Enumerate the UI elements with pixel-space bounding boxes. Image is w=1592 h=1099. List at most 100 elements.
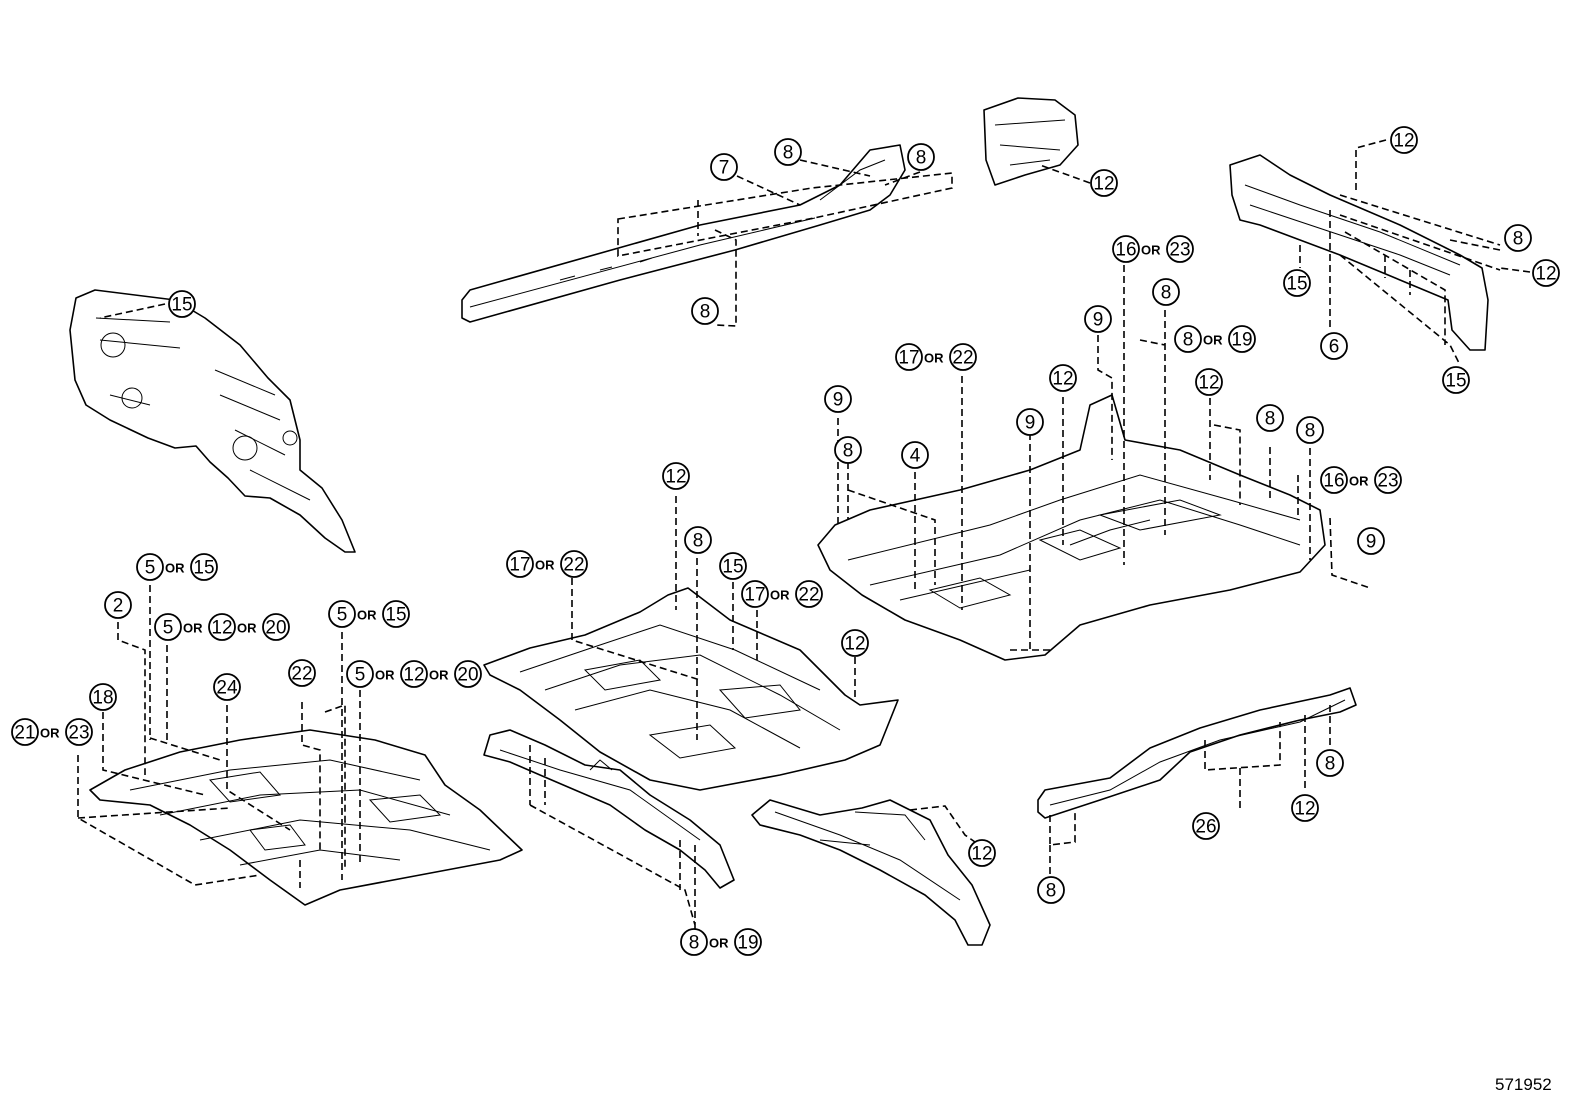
callout-bubble (1090, 169, 1118, 197)
callout-number: 9 (1366, 532, 1377, 553)
callout-number: 24 (216, 678, 238, 699)
callout-number: 21 (14, 723, 35, 744)
callout-8: 8 (774, 138, 802, 166)
callout-number: 23 (68, 723, 89, 744)
callout-bubble (795, 580, 823, 608)
callout-26: 26 (1192, 812, 1220, 840)
callout-number: 8 (689, 933, 700, 954)
callout-bubble (834, 436, 862, 464)
callout-bubble (1283, 269, 1311, 297)
callout-bubble (168, 290, 196, 318)
rear-floor-pan (817, 394, 1326, 661)
callout-bubble (1037, 876, 1065, 904)
callout-number: 15 (385, 605, 406, 626)
callout-bubble (190, 553, 218, 581)
callout-number: 6 (1329, 337, 1340, 358)
callout-or-connector: OR (165, 561, 185, 576)
leader-lines (77, 139, 1531, 930)
callout-bubble (1256, 404, 1284, 432)
callout-bubble (65, 718, 93, 746)
callout-bubble (684, 526, 712, 554)
callout-9: 9 (1016, 408, 1044, 436)
callout-bubble (1166, 235, 1194, 263)
callout-bubble (841, 629, 869, 657)
callout-bubble (1374, 466, 1402, 494)
callout-bubble (1504, 224, 1532, 252)
callout-bubble (1174, 325, 1202, 353)
callout-12: 12 (1090, 169, 1118, 197)
callout-bubble (1320, 332, 1348, 360)
callout-bubble (400, 660, 428, 688)
callout-12: 12 (968, 839, 996, 867)
callout-bubble (1049, 364, 1077, 392)
callout-18: 18 (89, 683, 117, 711)
callout-number: 8 (1325, 754, 1336, 775)
callout-or-connector: OR (237, 621, 257, 636)
callout-bubble (1291, 794, 1319, 822)
callout-bubble (691, 297, 719, 325)
callout-number: 8 (1265, 409, 1276, 430)
callout-15: 15 (1283, 269, 1311, 297)
callout-24: 24 (213, 673, 241, 701)
callout-bubble (1016, 408, 1044, 436)
callout-9: 9 (1084, 305, 1112, 333)
callout-bubble (1390, 126, 1418, 154)
callout-bubble (382, 600, 410, 628)
callout-bubble (774, 138, 802, 166)
callout-number: 8 (843, 441, 854, 462)
callout-number: 17 (744, 585, 765, 606)
front-floor-pan (89, 729, 523, 906)
callout-number: 8 (693, 531, 704, 552)
callout-bubble (719, 552, 747, 580)
callout-2: 2 (104, 591, 132, 619)
callout-number: 8 (1183, 330, 1194, 351)
callout-15: 15 (719, 552, 747, 580)
callout-8: 8 (1296, 416, 1324, 444)
callout-number: 7 (719, 158, 730, 179)
callout-number: 8 (1161, 283, 1172, 304)
callout-or-connector: OR (1203, 333, 1223, 348)
callout-number: 22 (798, 585, 819, 606)
callout-12: 12 (841, 629, 869, 657)
callout-number: 22 (952, 348, 973, 369)
rear-floor-side-member (1037, 687, 1357, 819)
rear-cross-member (1229, 154, 1489, 351)
callout-bubble (89, 683, 117, 711)
callout-bubble (1532, 259, 1560, 287)
callout-15: 15 (168, 290, 196, 318)
callout-8: 8 (834, 436, 862, 464)
callout-number: 8 (916, 148, 927, 169)
callout-bubble (560, 550, 588, 578)
callout-9: 9 (1357, 527, 1385, 555)
callout-bubble (1084, 305, 1112, 333)
callout-number: 5 (145, 558, 156, 579)
callout-bubble (346, 660, 374, 688)
callout-number: 2 (113, 596, 124, 617)
callout-bubble (968, 839, 996, 867)
callout-bubble (741, 580, 769, 608)
dash-panel (69, 289, 356, 553)
rear-floor-cross-member (751, 799, 991, 946)
callout-bubble (1296, 416, 1324, 444)
callout-number: 12 (665, 467, 686, 488)
callout-or-connector: OR (709, 936, 729, 951)
callout-bubble (680, 928, 708, 956)
callout-22: 22 (288, 659, 316, 687)
callout-bubble (1316, 749, 1344, 777)
callout-number: 16 (1115, 240, 1136, 261)
callout-bubble (11, 718, 39, 746)
callout-number: 12 (1393, 131, 1414, 152)
callout-or-connector: OR (183, 621, 203, 636)
callout-number: 20 (265, 618, 286, 639)
callout-number: 19 (737, 933, 758, 954)
callout-8: 8 (907, 143, 935, 171)
callout-bubble (824, 385, 852, 413)
callout-number: 22 (563, 555, 584, 576)
